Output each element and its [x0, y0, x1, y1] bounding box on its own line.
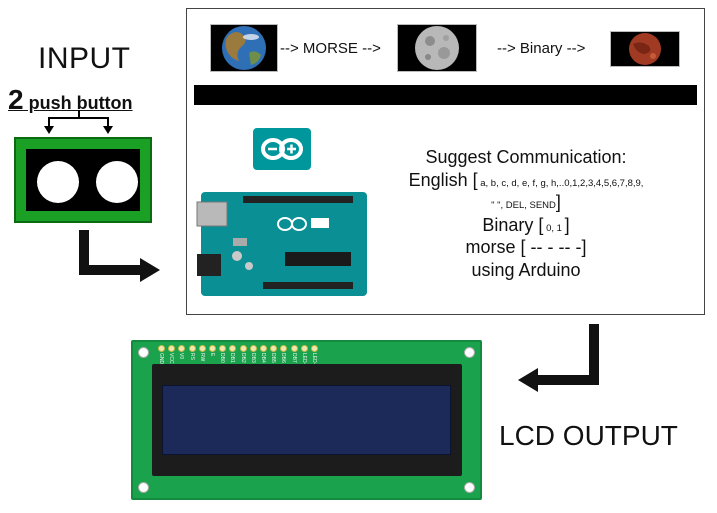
- binary-chars: 0, 1: [543, 222, 565, 234]
- mount-hole-br: [464, 482, 475, 493]
- lcd-pin-label: V0: [178, 353, 185, 360]
- lcd-pin-label: VCC: [168, 353, 175, 364]
- english-extra-line: " ", DEL, SEND]: [366, 191, 686, 214]
- lcd-pin-label: DB1: [229, 353, 236, 363]
- lcd-output-label: LCD OUTPUT: [499, 420, 678, 451]
- suggest-title: Suggest Communication:: [425, 147, 627, 167]
- lcd-pin-hole: [280, 345, 288, 352]
- lcd-pin-hole: [229, 345, 237, 352]
- lcd-pin-label: DB0: [219, 353, 226, 363]
- lcd-pin-label: DB2: [239, 353, 246, 363]
- lcd-pin-hole: [249, 345, 257, 352]
- lcd-pin-hole: [178, 345, 186, 352]
- lcd-pin-hole: [219, 345, 227, 352]
- suggest-communication-block: Suggest Communication: English [ a, b, c…: [366, 146, 686, 281]
- mars-icon: [629, 33, 661, 65]
- divider-bar: [194, 85, 697, 105]
- lcd-pin-label: GND: [158, 353, 164, 365]
- arduino-infinity-icon: [261, 138, 303, 160]
- binary-close: ]: [564, 214, 570, 235]
- earth-icon: [222, 26, 266, 70]
- moon-icon: [415, 26, 459, 70]
- lcd-pin-label: RS: [188, 353, 195, 360]
- morse-line: morse [ -- - -- -]: [465, 237, 587, 257]
- lcd-pin-label: DB5: [270, 353, 277, 363]
- arduino-logo: [253, 128, 311, 170]
- lcd-pin-hole: [239, 345, 247, 352]
- lcd-pin-hole: [198, 345, 206, 352]
- lcd-pin-hole: [260, 345, 267, 352]
- arduino-board-image: [196, 192, 367, 296]
- lcd-pin-label: DB7: [290, 353, 297, 363]
- lcd-pin-label: LED-: [311, 353, 317, 365]
- morse-arrow-text: --> MORSE -->: [280, 40, 381, 57]
- input-title: INPUT: [38, 42, 131, 75]
- lcd-pin-hole: [209, 345, 216, 352]
- lcd-pin-hole: [188, 345, 196, 352]
- english-label: English [: [408, 169, 478, 190]
- push-button-1: [37, 161, 79, 203]
- push-button-module: [14, 137, 152, 223]
- mount-hole-tr: [464, 347, 475, 358]
- binary-line: Binary [ 0, 1 ]: [366, 214, 686, 237]
- using-arduino-line: using Arduino: [471, 259, 581, 280]
- lcd-pin-hole: [311, 345, 318, 352]
- button-panel: [26, 149, 140, 211]
- mount-hole-bl: [138, 482, 149, 493]
- binary-arrow-text: --> Binary -->: [497, 40, 586, 57]
- mars-image: [610, 31, 680, 67]
- lcd-pin-label: DB3: [249, 353, 256, 363]
- moon-image: [397, 24, 477, 72]
- earth-image: [210, 24, 278, 72]
- push-button-count: 2: [8, 84, 24, 115]
- push-button-text: push button: [23, 93, 133, 113]
- lcd-pin-label: E: [209, 353, 215, 357]
- lcd-pin-hole: [290, 345, 298, 352]
- binary-label: Binary [: [482, 214, 544, 235]
- mount-hole-tl: [138, 347, 149, 358]
- english-close: ]: [555, 192, 561, 212]
- english-chars: a, b, c, d, e, f, g, h,..0,1,2,3,4,5,6,7…: [477, 177, 644, 189]
- input-arrow-icon: [79, 230, 160, 282]
- english-extra: " ", DEL, SEND: [491, 200, 556, 211]
- lcd-pin-hole: [158, 345, 165, 352]
- lcd-pin-hole: [300, 345, 308, 352]
- english-line: English [ a, b, c, d, e, f, g, h,..0,1,2…: [366, 169, 686, 192]
- lcd-pin-hole: [270, 345, 278, 352]
- push-button-2: [96, 161, 138, 203]
- output-arrow-icon: [518, 324, 599, 392]
- lcd-pin-label: DB6: [280, 353, 287, 363]
- lcd-screen: [162, 385, 451, 455]
- lcd-pin-label: RW: [198, 353, 205, 362]
- lcd-pin-label: DB4: [260, 353, 266, 363]
- lcd-pin-hole: [168, 345, 176, 352]
- push-button-label: 2 push button: [8, 84, 133, 116]
